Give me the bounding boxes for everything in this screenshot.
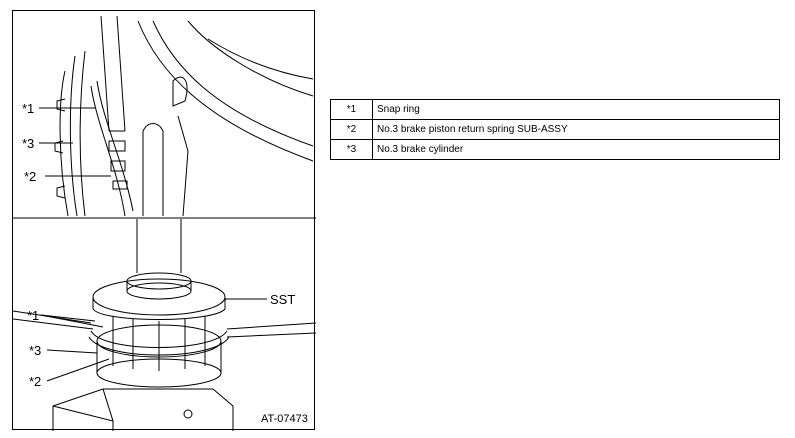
callout-bottom-return-spring: *2 (29, 374, 42, 389)
legend-row-number: *1 (330, 99, 373, 120)
top-panel-drawing (39, 15, 314, 217)
figure-code: AT-07473 (261, 413, 308, 425)
callout-top-brake-cylinder: *3 (22, 136, 35, 151)
callout-top-snap-ring: *1 (22, 101, 35, 116)
legend-table: *1 Snap ring *2 No.3 brake piston return… (330, 99, 780, 160)
legend-row-description: No.3 brake piston return spring SUB-ASSY (372, 119, 780, 140)
legend-row: *2 No.3 brake piston return spring SUB-A… (330, 119, 780, 140)
callout-sst: SST (270, 292, 296, 307)
callout-bottom-snap-ring: *1 (27, 308, 40, 323)
legend-row-description: No.3 brake cylinder (372, 139, 780, 160)
legend-row-description: Snap ring (372, 99, 780, 120)
brake-assembly-illustration (13, 15, 316, 431)
illustration-frame: *1 *3 *2 *1 *3 *2 SST AT-07473 (12, 10, 316, 431)
legend-row-number: *2 (330, 119, 373, 140)
legend-row-number: *3 (330, 139, 373, 160)
callout-bottom-brake-cylinder: *3 (29, 343, 42, 358)
bottom-panel-drawing (13, 219, 316, 431)
callout-top-return-spring: *2 (24, 169, 37, 184)
legend-row: *1 Snap ring (330, 99, 780, 120)
legend-row: *3 No.3 brake cylinder (330, 139, 780, 160)
